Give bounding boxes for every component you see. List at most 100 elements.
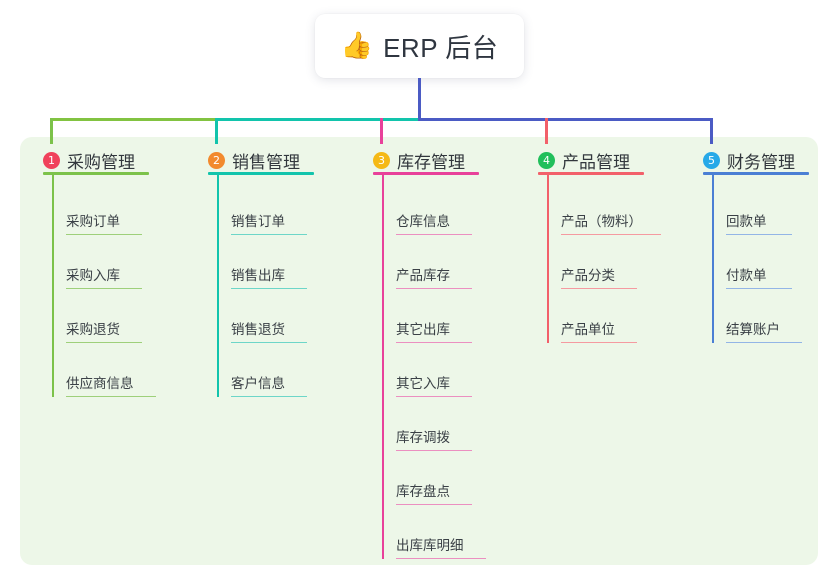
leaf-rule bbox=[231, 341, 307, 343]
column-drop-line bbox=[214, 117, 218, 144]
leaf-item[interactable]: 采购订单 bbox=[66, 207, 142, 235]
leaf-item[interactable]: 客户信息 bbox=[231, 369, 307, 397]
leaf-item[interactable]: 库存调拨 bbox=[396, 423, 472, 451]
column-header-rule bbox=[373, 172, 479, 175]
leaf-item[interactable]: 结算账户 bbox=[726, 315, 802, 343]
column-header[interactable]: 3 库存管理 bbox=[373, 148, 465, 173]
leaf-rule bbox=[231, 395, 307, 397]
column-spine bbox=[712, 172, 714, 343]
column-drop-line bbox=[709, 117, 713, 144]
content-panel bbox=[20, 137, 818, 565]
leaf-label: 其它出库 bbox=[396, 322, 450, 337]
leaf-rule bbox=[561, 287, 637, 289]
column-header[interactable]: 2 销售管理 bbox=[208, 148, 300, 173]
leaf-rule bbox=[66, 233, 142, 235]
column-spine bbox=[52, 172, 54, 397]
column-header[interactable]: 1 采购管理 bbox=[43, 148, 135, 173]
leaf-rule bbox=[231, 287, 307, 289]
leaf-label: 采购入库 bbox=[66, 268, 120, 283]
leaf-label: 仓库信息 bbox=[396, 214, 450, 229]
leaf-label: 供应商信息 bbox=[66, 376, 134, 391]
column-spine bbox=[217, 172, 219, 397]
leaf-item[interactable]: 付款单 bbox=[726, 261, 792, 289]
leaf-rule bbox=[396, 557, 486, 559]
column-header-rule bbox=[538, 172, 644, 175]
leaf-rule bbox=[726, 287, 792, 289]
leaf-item[interactable]: 产品（物料） bbox=[561, 207, 661, 235]
column-title: 产品管理 bbox=[562, 153, 630, 172]
leaf-item[interactable]: 仓库信息 bbox=[396, 207, 472, 235]
column-drop-line bbox=[544, 117, 548, 144]
root-title: ERP 后台 bbox=[383, 32, 499, 63]
column-title: 采购管理 bbox=[67, 153, 135, 172]
leaf-item[interactable]: 出库库明细 bbox=[396, 531, 486, 559]
column-badge: 1 bbox=[43, 152, 60, 169]
leaf-label: 销售出库 bbox=[231, 268, 285, 283]
column-drop-line bbox=[49, 117, 53, 144]
column-badge: 3 bbox=[373, 152, 390, 169]
column-header-rule bbox=[208, 172, 314, 175]
leaf-rule bbox=[396, 341, 472, 343]
leaf-item[interactable]: 销售出库 bbox=[231, 261, 307, 289]
column-spine bbox=[547, 172, 549, 343]
leaf-item[interactable]: 库存盘点 bbox=[396, 477, 472, 505]
column-badge: 2 bbox=[208, 152, 225, 169]
leaf-label: 库存调拨 bbox=[396, 430, 450, 445]
column-title: 销售管理 bbox=[232, 153, 300, 172]
leaf-item[interactable]: 产品库存 bbox=[396, 261, 472, 289]
leaf-label: 回款单 bbox=[726, 214, 767, 229]
root-drop-line bbox=[418, 78, 421, 121]
leaf-rule bbox=[396, 449, 472, 451]
leaf-item[interactable]: 产品分类 bbox=[561, 261, 637, 289]
column-spine bbox=[382, 172, 384, 559]
leaf-item[interactable]: 销售订单 bbox=[231, 207, 307, 235]
leaf-rule bbox=[396, 395, 472, 397]
bus-segment-right bbox=[418, 117, 713, 121]
leaf-label: 库存盘点 bbox=[396, 484, 450, 499]
leaf-rule bbox=[726, 341, 802, 343]
leaf-rule bbox=[726, 233, 792, 235]
leaf-rule bbox=[396, 287, 472, 289]
leaf-label: 出库库明细 bbox=[396, 538, 464, 553]
leaf-label: 其它入库 bbox=[396, 376, 450, 391]
leaf-item[interactable]: 销售退货 bbox=[231, 315, 307, 343]
bus-segment-mid bbox=[216, 117, 421, 121]
leaf-rule bbox=[396, 233, 472, 235]
leaf-item[interactable]: 回款单 bbox=[726, 207, 792, 235]
leaf-label: 产品库存 bbox=[396, 268, 450, 283]
root-node[interactable]: 👍 ERP 后台 bbox=[315, 14, 524, 78]
column-badge: 5 bbox=[703, 152, 720, 169]
column-header[interactable]: 5 财务管理 bbox=[703, 148, 795, 173]
leaf-label: 产品（物料） bbox=[561, 214, 642, 229]
leaf-label: 销售退货 bbox=[231, 322, 285, 337]
column-title: 库存管理 bbox=[397, 153, 465, 172]
leaf-rule bbox=[66, 341, 142, 343]
leaf-label: 产品分类 bbox=[561, 268, 615, 283]
leaf-label: 销售订单 bbox=[231, 214, 285, 229]
leaf-label: 采购退货 bbox=[66, 322, 120, 337]
leaf-label: 采购订单 bbox=[66, 214, 120, 229]
column-header-rule bbox=[703, 172, 809, 175]
column-title: 财务管理 bbox=[727, 153, 795, 172]
leaf-item[interactable]: 供应商信息 bbox=[66, 369, 156, 397]
bus-segment-left bbox=[49, 117, 217, 121]
leaf-label: 客户信息 bbox=[231, 376, 285, 391]
leaf-label: 付款单 bbox=[726, 268, 767, 283]
column-header-rule bbox=[43, 172, 149, 175]
leaf-item[interactable]: 其它入库 bbox=[396, 369, 472, 397]
leaf-rule bbox=[396, 503, 472, 505]
leaf-rule bbox=[561, 233, 661, 235]
leaf-item[interactable]: 采购入库 bbox=[66, 261, 142, 289]
leaf-item[interactable]: 产品单位 bbox=[561, 315, 637, 343]
leaf-item[interactable]: 采购退货 bbox=[66, 315, 142, 343]
leaf-rule bbox=[66, 395, 156, 397]
leaf-label: 产品单位 bbox=[561, 322, 615, 337]
leaf-item[interactable]: 其它出库 bbox=[396, 315, 472, 343]
leaf-rule bbox=[231, 233, 307, 235]
thumbs-up-icon: 👍 bbox=[340, 31, 374, 61]
leaf-label: 结算账户 bbox=[726, 322, 780, 337]
leaf-rule bbox=[66, 287, 142, 289]
column-drop-line bbox=[379, 117, 383, 144]
